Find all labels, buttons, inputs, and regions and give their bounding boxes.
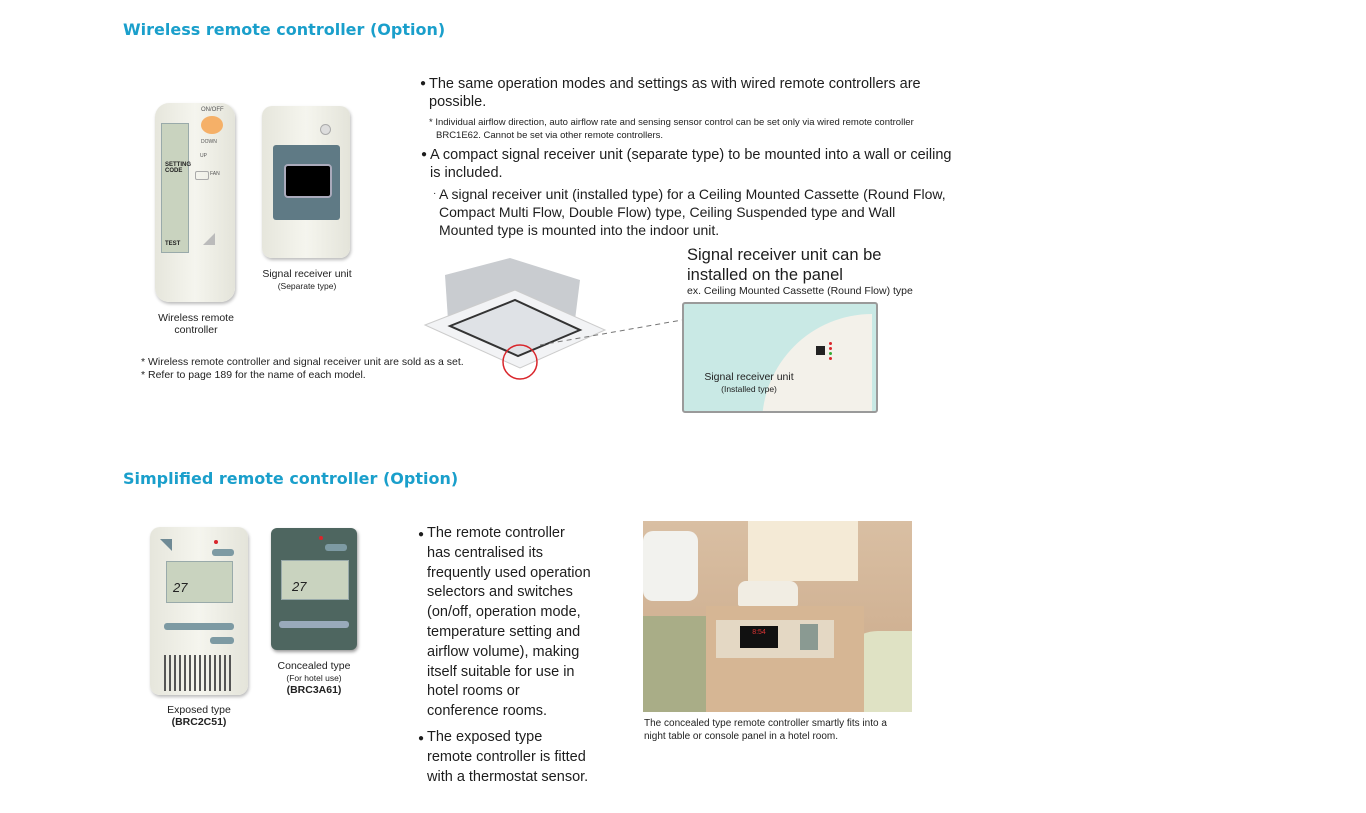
exposed-lcd: 27 [166, 561, 233, 603]
clock-display: 8:54 [740, 626, 778, 648]
bullet-icon: ● [420, 78, 427, 89]
photo-caption: The concealed type remote controller sma… [644, 718, 887, 742]
brand-logo-icon [160, 539, 172, 551]
receiver-display [284, 164, 332, 198]
concealed-caption: Concealed type (For hotel use) (BRC3A61) [277, 660, 351, 696]
indicator-light [319, 536, 323, 540]
remote-lcd: SETTING CODE TEST [161, 123, 191, 253]
brand-logo-icon [203, 233, 215, 245]
indicator-lights-icon [829, 342, 832, 345]
telephone [738, 581, 798, 606]
concealed-remote-image: 27 [271, 528, 357, 650]
power-button [325, 544, 347, 551]
power-button-icon [201, 116, 223, 134]
dot-icon: · [433, 188, 437, 199]
power-button [212, 549, 234, 556]
wireless-remote-image: SETTING CODE TEST ON/OFF DOWN UP FAN [155, 103, 235, 302]
wireless-bullet-2: ● A compact signal receiver unit (separa… [421, 147, 952, 181]
bullet-icon: ● [418, 529, 425, 540]
bed-left [643, 616, 708, 712]
hotel-room-photo: 8:54 [643, 521, 912, 712]
wireless-bullet-1: ● The same operation modes and settings … [420, 76, 921, 110]
concealed-remote-in-table [800, 624, 818, 650]
bullet-icon: ● [421, 149, 428, 160]
installed-caption: Signal receiver unit (Installed type) [704, 371, 794, 394]
receiver-separate-caption: Signal receiver unit (Separate type) [262, 268, 352, 291]
console-panel: 8:54 [716, 620, 834, 658]
mode-buttons [164, 623, 234, 630]
night-table: 8:54 [706, 606, 864, 712]
wireless-note: * Individual airflow direction, auto air… [429, 117, 914, 141]
simplified-bullet-2: ● The exposed type remote controller is … [418, 729, 589, 785]
wireless-remote-caption: Wireless remote controller [158, 312, 234, 336]
panel-example: ex. Ceiling Mounted Cassette (Round Flow… [687, 285, 913, 297]
exposed-remote-image: 27 [150, 527, 248, 695]
section-heading-wireless: Wireless remote controller (Option) [123, 20, 446, 39]
concealed-lcd: 27 [281, 560, 349, 600]
exposed-caption: Exposed type (BRC2C51) [167, 704, 231, 728]
bullet-icon: ● [418, 733, 425, 744]
ceiling-cassette-image [423, 258, 683, 380]
simplified-bullet-1: ● The remote controller has centralised … [418, 525, 591, 720]
panel-title: Signal receiver unit can be installed on… [687, 246, 882, 284]
signal-receiver-separate-image [262, 106, 350, 258]
receiver-panel [273, 145, 340, 220]
highlight-circle [502, 344, 538, 380]
receiver-window [816, 346, 825, 355]
mode-buttons [279, 621, 349, 628]
extra-button [210, 637, 234, 644]
indicator-light [214, 540, 218, 544]
headboard-light [748, 521, 858, 581]
sensor-icon [320, 124, 331, 135]
thermostat-grille [164, 655, 232, 691]
pillow [643, 531, 698, 601]
wireless-footnotes: * Wireless remote controller and signal … [141, 356, 464, 381]
fan-button [195, 171, 209, 180]
section-heading-simplified: Simplified remote controller (Option) [123, 469, 459, 488]
panel-corner-image [762, 314, 872, 411]
wireless-sub-bullet: · A signal receiver unit (installed type… [433, 186, 946, 238]
installed-receiver-box: Signal receiver unit (Installed type) [682, 302, 878, 413]
